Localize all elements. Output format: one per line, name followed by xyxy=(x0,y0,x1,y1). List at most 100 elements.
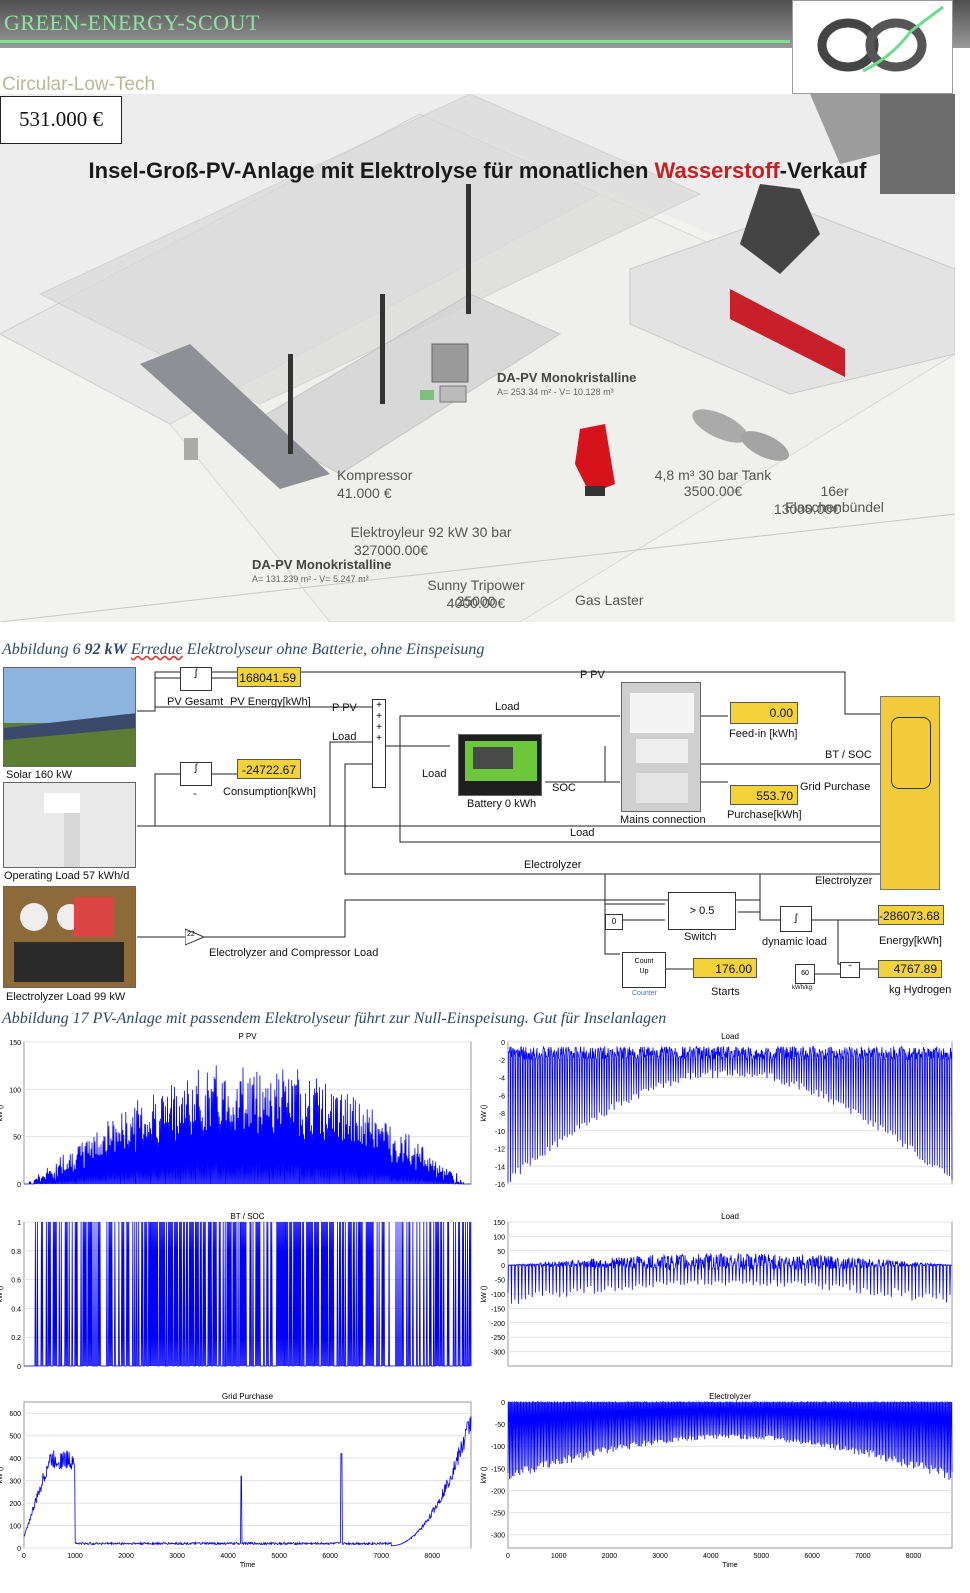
soc-label: SOC xyxy=(552,782,576,794)
y-tick-label: 0.4 xyxy=(11,1306,21,1313)
y-tick-label: 300 xyxy=(9,1479,21,1486)
scene-title: Insel-Groß-PV-Anlage mit Elektrolyse für… xyxy=(88,158,867,183)
x-tick-label: 1000 xyxy=(67,1553,83,1560)
kg-hydrogen-label: kg Hydrogen xyxy=(889,984,952,996)
consumption-integrator-block[interactable]: ∫ xyxy=(180,762,212,786)
inverter-label: Sunny Tripower 25000 xyxy=(427,577,525,609)
x-tick-label: 7000 xyxy=(373,1553,389,1560)
x-tick-label: 6000 xyxy=(804,1553,820,1560)
scope-block[interactable] xyxy=(880,696,940,890)
battery-block[interactable] xyxy=(458,734,542,796)
p-pv-top-label: P PV xyxy=(580,669,605,681)
x-tick-label: 2000 xyxy=(602,1553,618,1560)
simulink-model: Solar 160 kW Operating Load 57 kWh/d Ele… xyxy=(0,664,960,1016)
y-tick-label: 150 xyxy=(9,1040,21,1047)
pv-integrator-block[interactable]: ∫ xyxy=(180,667,212,691)
chart-title: Load xyxy=(721,1032,739,1041)
chart-title: BT / SOC xyxy=(230,1212,264,1221)
y-tick-label: 600 xyxy=(9,1411,21,1418)
bundle-label: 16er Flaschenbündel xyxy=(785,483,884,515)
kwhkg-constant-block[interactable]: 60 xyxy=(795,964,815,984)
y-tick-label: -250 xyxy=(491,1511,505,1518)
y-tick-label: -8 xyxy=(499,1111,505,1118)
counter-label: Counter xyxy=(632,990,657,997)
series-line xyxy=(507,1252,952,1304)
y-tick-label: 1 xyxy=(17,1220,21,1227)
y-tick-label: 0.6 xyxy=(11,1278,21,1285)
load-label-1: Load xyxy=(332,731,357,743)
consumption-minus-label: - xyxy=(193,788,197,800)
y-tick-label: -100 xyxy=(491,1292,505,1299)
consumption-label: Consumption[kWh] xyxy=(223,786,316,798)
gain-block[interactable] xyxy=(185,928,205,946)
y-tick-label: 100 xyxy=(9,1524,21,1531)
dynamic-load-label: dynamic load xyxy=(762,936,827,948)
series-line xyxy=(24,1065,471,1185)
bundle-price: 13000.00€ xyxy=(773,501,841,517)
y-tick-label: 150 xyxy=(493,1220,505,1227)
y-tick-label: -10 xyxy=(495,1129,505,1136)
x-tick-label: 5000 xyxy=(271,1553,287,1560)
pv-energy-label: PV Energy[kWh] xyxy=(230,696,311,708)
truck-label: Gas Laster xyxy=(575,592,644,608)
y-tick-label: -14 xyxy=(495,1164,505,1171)
electrolyzer-price: 327000.00€ xyxy=(354,542,428,558)
switch-block[interactable]: > 0.5 xyxy=(668,892,736,930)
load-label-4: Load xyxy=(570,827,595,839)
y-tick-label: 0 xyxy=(501,1263,505,1270)
pv1-detail: A= 253.34 m² - V= 10.128 m³ xyxy=(497,387,614,397)
y-tick-label: -16 xyxy=(495,1182,505,1189)
y-tick-label: -4 xyxy=(499,1076,505,1083)
divide-block[interactable]: ÷ xyxy=(840,962,860,978)
y-tick-label: -250 xyxy=(491,1335,505,1342)
x-tick-label: 2000 xyxy=(118,1553,134,1560)
starts-label: Starts xyxy=(711,986,740,998)
electrolyzer-scope-label: Electrolyzer xyxy=(815,875,873,887)
x-tick-label: 1000 xyxy=(551,1553,567,1560)
constant-zero-block[interactable]: 0 xyxy=(605,914,623,930)
y-tick-label: -300 xyxy=(491,1350,505,1357)
x-tick-label: 4000 xyxy=(220,1553,236,1560)
mains-meter-block[interactable] xyxy=(621,682,701,812)
energy-display: -286073.68 xyxy=(878,905,944,925)
y-tick-label: -200 xyxy=(491,1321,505,1328)
y-tick-label: -12 xyxy=(495,1147,505,1154)
electrolyzer-label: Elektroyleur 92 kW 30 bar xyxy=(350,524,512,540)
y-tick-label: 200 xyxy=(9,1501,21,1508)
sum-block[interactable]: ++++ xyxy=(372,699,386,788)
y-tick-label: -200 xyxy=(491,1488,505,1495)
y-tick-label: 500 xyxy=(9,1434,21,1441)
load-label-2: Load xyxy=(495,701,520,713)
y-tick-label: 0.2 xyxy=(11,1335,21,1342)
x-tick-label: 3000 xyxy=(652,1553,668,1560)
y-axis-label: kW () xyxy=(0,1105,4,1122)
y-tick-label: 0 xyxy=(17,1182,21,1189)
p-pv-label: P PV xyxy=(332,702,357,714)
signal-lines xyxy=(137,671,880,975)
operating-load-label: Operating Load 57 kWh/d xyxy=(4,870,130,882)
y-tick-label: -50 xyxy=(495,1422,505,1429)
energy-label: Energy[kWh] xyxy=(879,935,942,947)
chart-title: Electrolyzer xyxy=(709,1392,751,1401)
battery-label: Battery 0 kWh xyxy=(467,798,537,810)
x-tick-label: 6000 xyxy=(322,1553,338,1560)
series-line xyxy=(24,1221,472,1367)
x-axis-label: Time xyxy=(240,1562,255,1569)
dynamic-load-integrator[interactable]: ∫ xyxy=(780,906,812,932)
mains-label: Mains connection xyxy=(620,814,706,826)
y-tick-label: 400 xyxy=(9,1456,21,1463)
feed-in-label: Feed-in [kWh] xyxy=(729,728,798,740)
solar-label: Solar 160 kW xyxy=(6,769,73,781)
figure-caption-6: Abbildung 6 92 kW Erredue Elektrolyseur … xyxy=(2,641,485,658)
solar-photo xyxy=(3,667,136,767)
brand-logo xyxy=(792,0,953,94)
kompressor-label: Kompressor xyxy=(337,467,413,483)
grid-purchase-label: Grid Purchase xyxy=(800,781,871,793)
total-price-box: 531.000 € xyxy=(0,96,122,144)
